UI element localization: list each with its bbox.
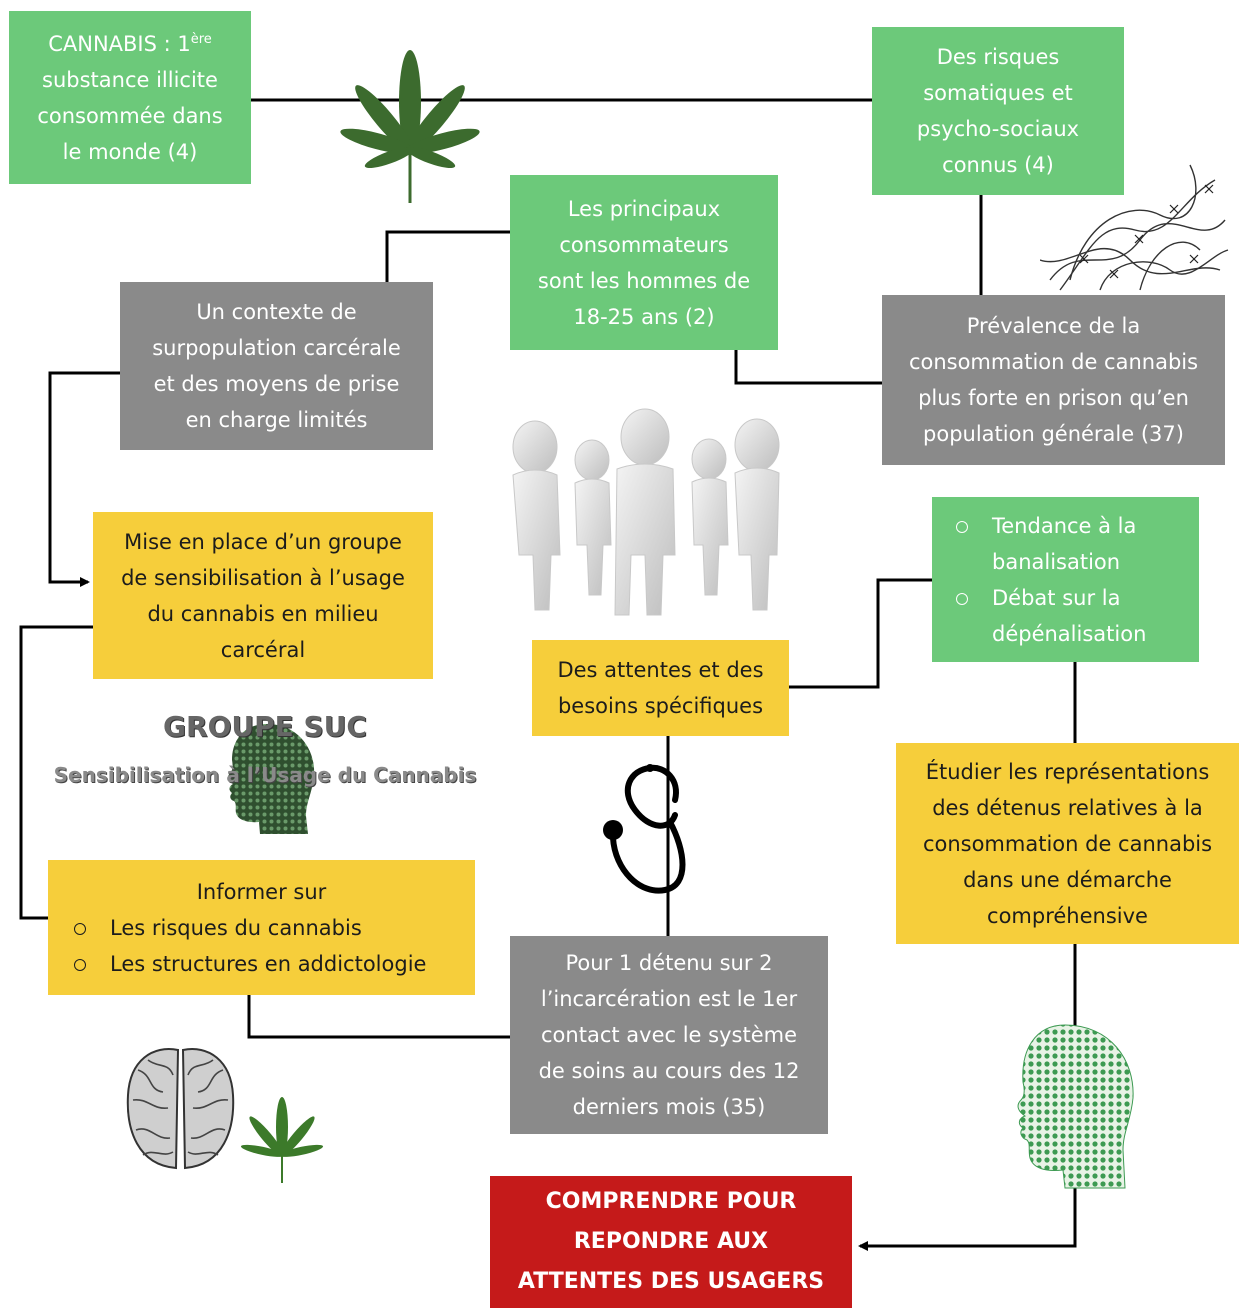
cannabis-leaf-icon [340,50,480,203]
box-contexte: Un contexte de surpopulation carcérale e… [120,282,433,450]
cannabis-leaf-small-icon [240,1097,324,1183]
informer-item: Les structures en addictologie [58,946,465,982]
informer-item: Les risques du cannabis [58,910,465,946]
box-groupe-sensibilisation: Mise en place d’un groupe de sensibilisa… [93,512,433,679]
connector-informer-detenu [247,995,510,1039]
connector-consommateurs-contexte [385,230,510,282]
logo-head-icon [228,724,315,834]
tendance-item: Débat sur la dépénalisation [940,580,1191,652]
box-detenu: Pour 1 détenu sur 2 l’incarcération est … [510,936,828,1134]
box-comprendre: COMPRENDRE POUR REPONDRE AUX ATTENTES DE… [490,1176,852,1308]
head-profile-icon [1017,1024,1134,1189]
connector-consommateurs-prevalence [734,350,882,385]
box-tendance: Tendance à la banalisation Débat sur la … [932,497,1199,662]
logo-title: GROUPE SUC [163,710,367,743]
connector-attentes-tendance [789,578,932,689]
brain-icon [126,1048,235,1170]
box-cannabis-title: CANNABIS : 1ère [48,31,212,56]
stethoscope-icon [603,764,686,894]
tendance-list: Tendance à la banalisation Débat sur la … [940,508,1191,652]
connector-contexte-groupe [48,371,120,587]
tendance-item: Tendance à la banalisation [940,508,1191,580]
box-consommateurs: Les principaux consommateurs sont les ho… [510,175,778,350]
informer-title: Informer sur [196,879,327,904]
box-prevalence: Prévalence de la consommation de cannabi… [882,295,1225,465]
logo-subtitle: Sensibilisation à l’Usage du Cannabis [53,763,477,787]
people-group-icon [512,408,780,616]
box-etudier: Étudier les représentations des détenus … [896,743,1239,944]
barbed-wire-icon [1040,164,1229,291]
box-informer: Informer sur Les risques du cannabis Les… [48,860,475,995]
informer-list: Les risques du cannabis Les structures e… [58,910,465,982]
connector-groupe-informer [19,625,93,920]
box-cannabis-substance: CANNABIS : 1ère substance illicite conso… [9,11,251,184]
box-attentes: Des attentes et des besoins spécifiques [532,640,789,736]
box-risques: Des risques somatiques et psycho-sociaux… [872,27,1124,195]
